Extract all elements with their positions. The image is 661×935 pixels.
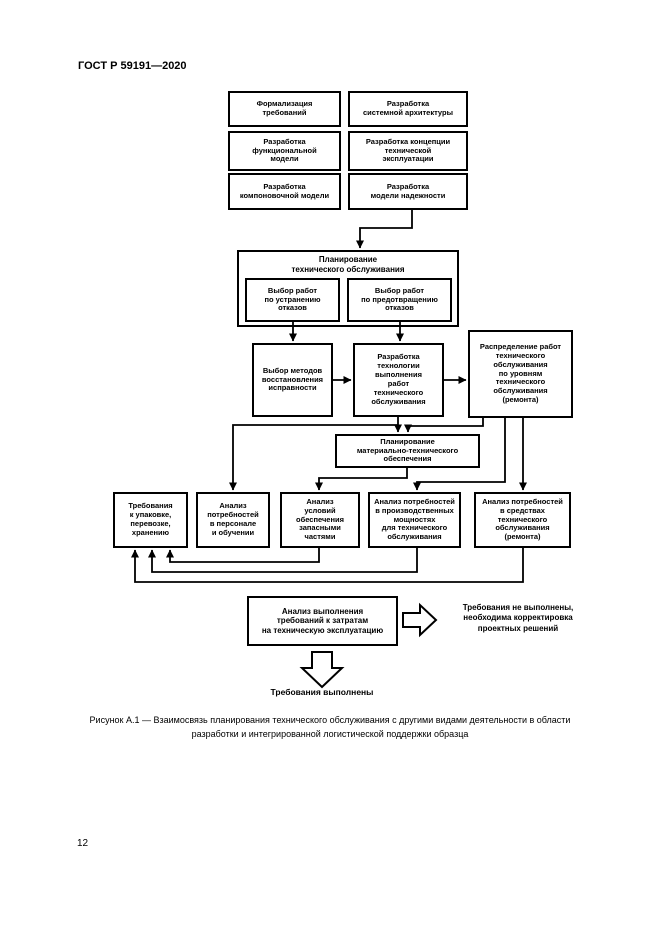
figure-caption: Рисунок А.1 — Взаимосвязь планирования т… — [89, 715, 571, 739]
outcome-not-fulfilled-label: Требования не выполнены, необходима корр… — [462, 603, 574, 633]
maintenance-planning-title: Планирование технического обслуживания — [291, 255, 405, 274]
box-maintenance-means-needs: Анализ потребностей в средствах техничес… — [474, 492, 571, 548]
document-header: ГОСТ Р 59191—2020 — [78, 60, 187, 72]
feedback-connector — [131, 548, 524, 583]
box-maintenance-technology: Разработка технологии выполнения работ т… — [353, 343, 444, 417]
box-packaging-requirements: Требования к упаковке, перевозке, хранен… — [113, 492, 188, 548]
box-system-architecture: Разработка системной архитектуры — [348, 91, 468, 127]
box-operation-concept: Разработка концепции технической эксплуа… — [348, 131, 468, 171]
box-restoration-methods: Выбор методов восстановления исправности — [252, 343, 333, 417]
box-layout-model: Разработка компоновочной модели — [228, 173, 341, 210]
box-personnel-training-needs: Анализ потребностей в персонале и обучен… — [196, 492, 270, 548]
box-cost-requirements-analysis: Анализ выполнения требований к затратам … — [247, 596, 398, 646]
connector — [356, 210, 413, 249]
box-spare-parts-supply: Анализ условий обеспечения запасными час… — [280, 492, 360, 548]
box-failure-elimination-works: Выбор работ по устранению отказов — [245, 278, 340, 322]
box-work-distribution: Распределение работ технического обслужи… — [468, 330, 573, 418]
block-arrow-right-icon — [402, 602, 438, 638]
box-functional-model: Разработка функциональной модели — [228, 131, 341, 171]
box-production-capacity-needs: Анализ потребностей в производственных м… — [368, 492, 461, 548]
box-requirements-formalization: Формализация требований — [228, 91, 341, 127]
page-number: 12 — [77, 838, 89, 849]
feedback-connector — [148, 548, 418, 573]
connector — [315, 468, 408, 491]
block-arrow-down-icon — [299, 651, 345, 689]
box-logistics-planning: Планирование материально-технического об… — [335, 434, 480, 468]
box-failure-prevention-works: Выбор работ по предотвращению отказов — [347, 278, 452, 322]
outcome-fulfilled-label: Требования выполнены — [270, 687, 374, 697]
feedback-connector — [166, 548, 320, 563]
connector — [404, 417, 484, 433]
box-reliability-model: Разработка модели надежности — [348, 173, 468, 210]
